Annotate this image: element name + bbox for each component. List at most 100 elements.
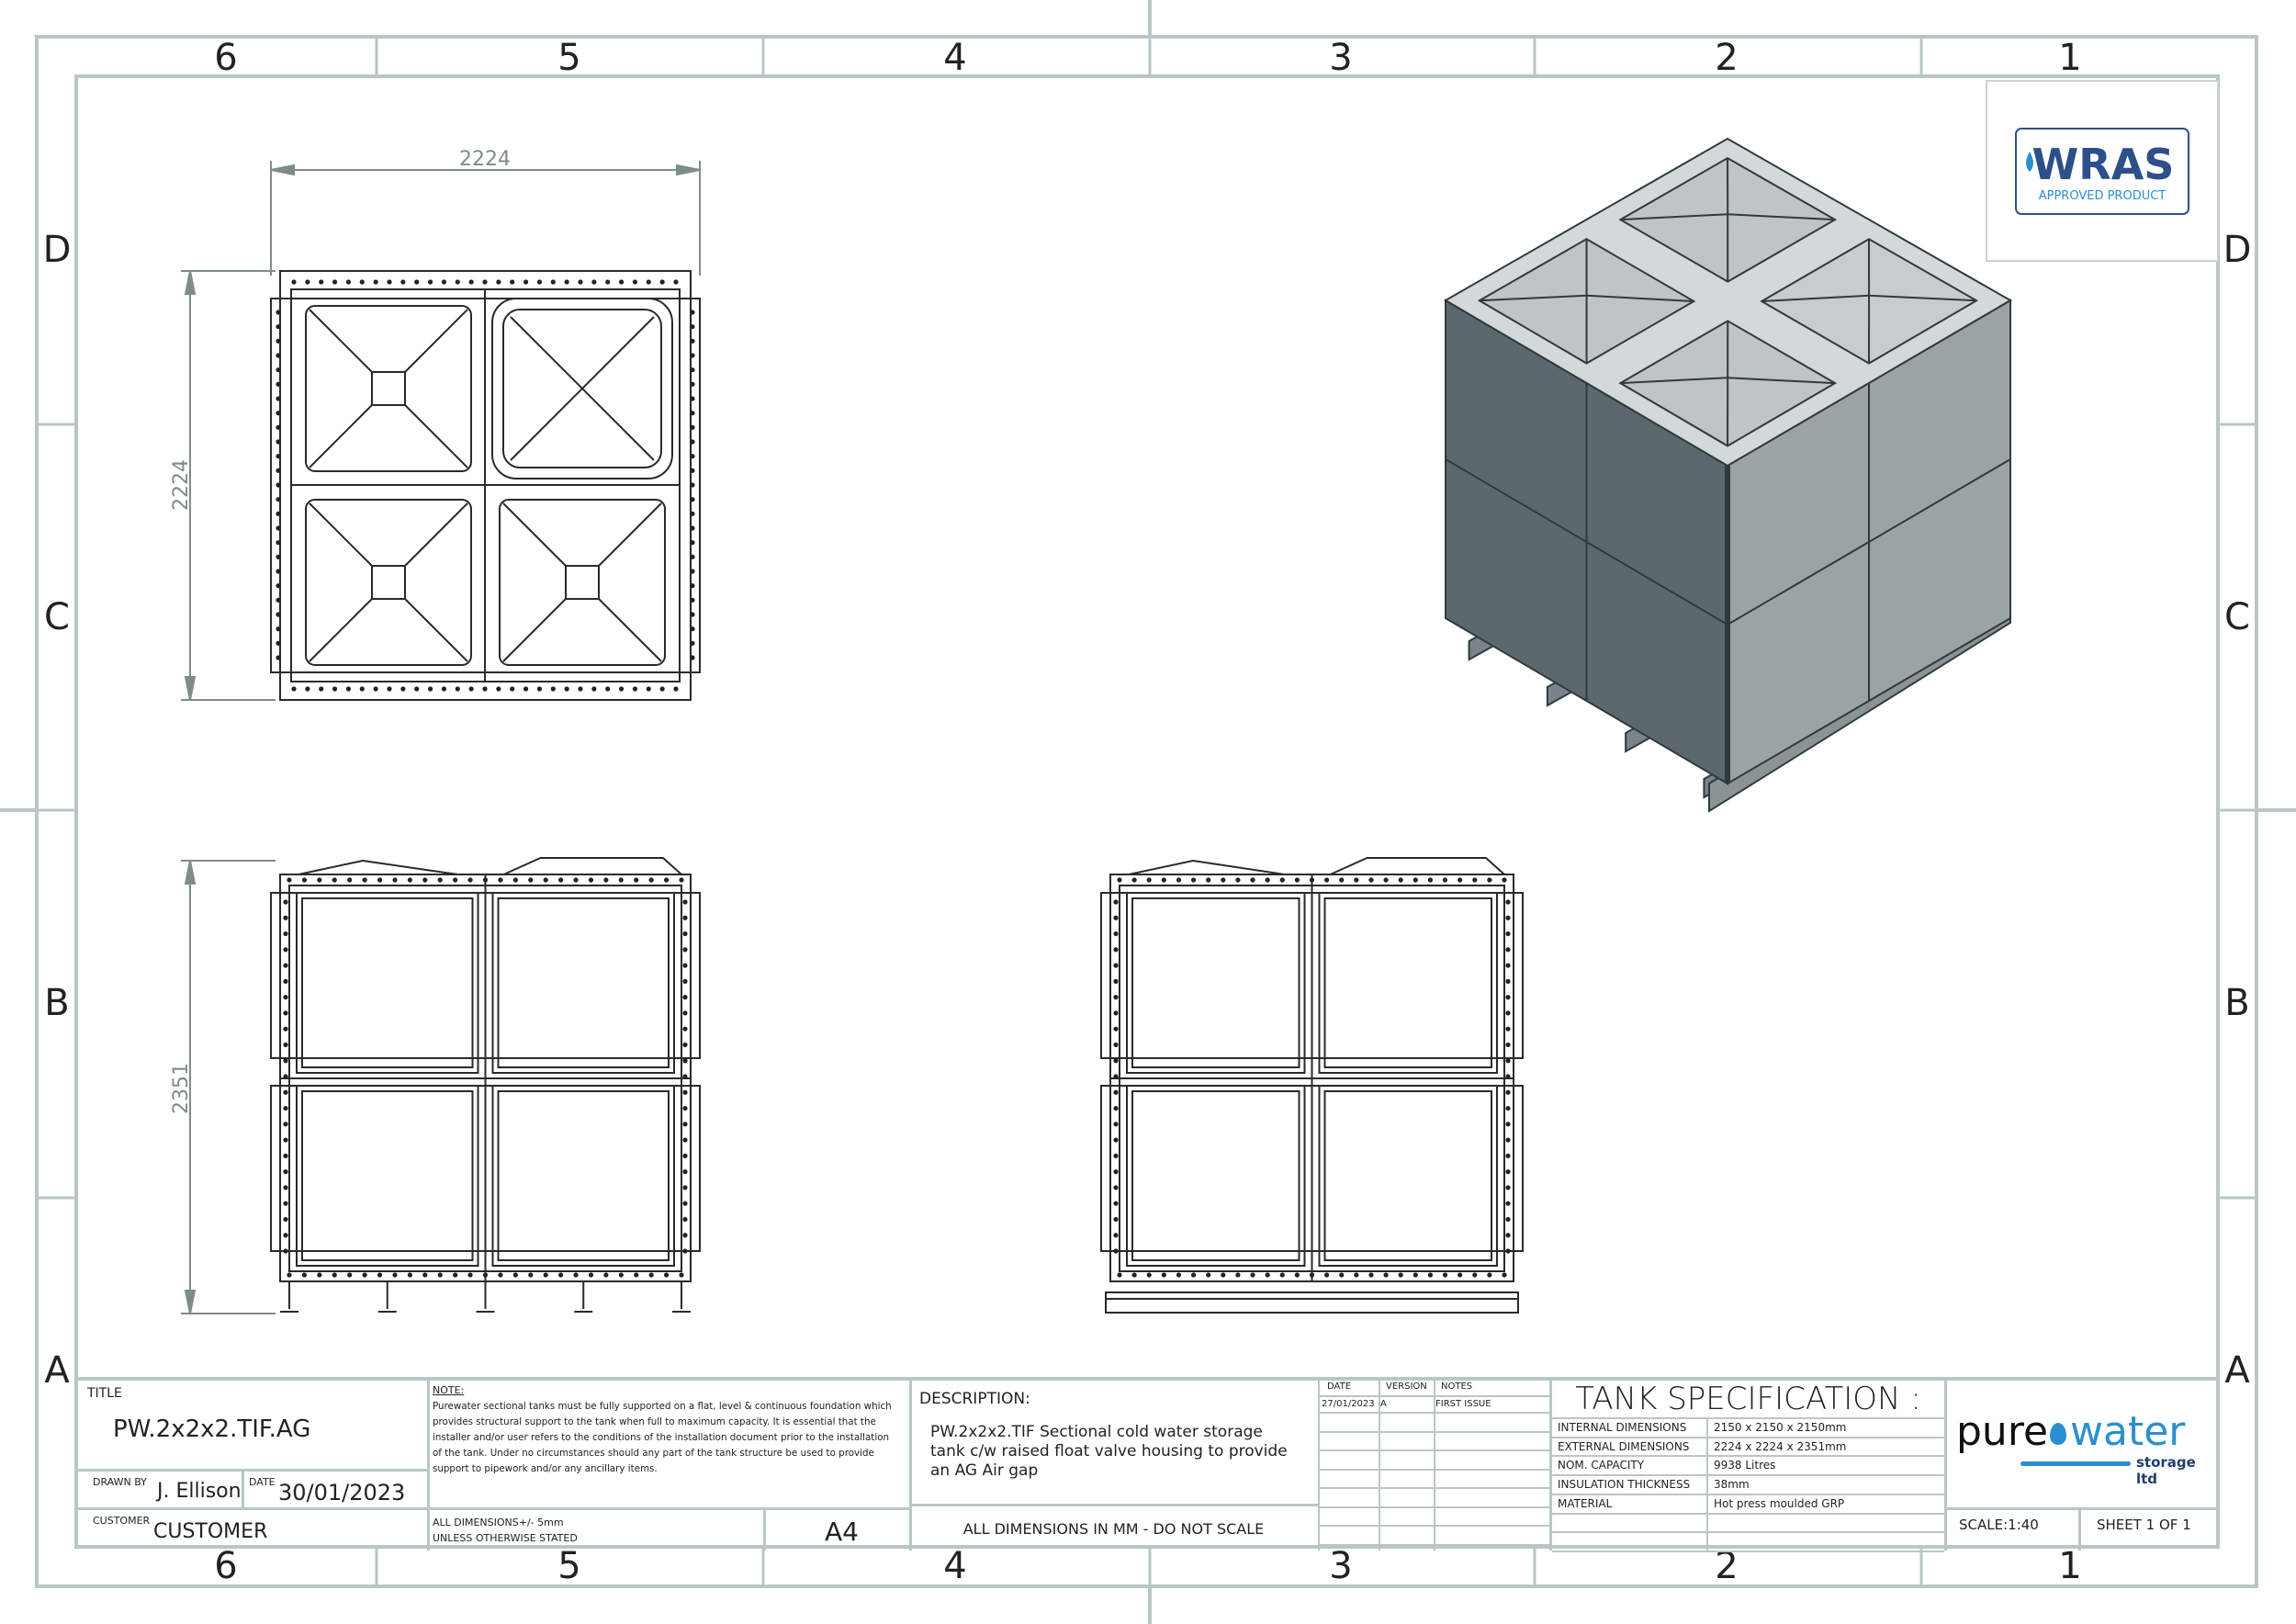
bolt [283, 1153, 288, 1158]
sheet-number: SHEET 1 OF 1 [2097, 1517, 2191, 1533]
bolt [1339, 1272, 1345, 1278]
bolt [690, 583, 695, 589]
bolt [605, 686, 611, 692]
bolt [632, 686, 638, 692]
wall-panel [296, 892, 479, 1074]
bolt [648, 877, 654, 883]
bolt [1113, 1122, 1119, 1127]
bolt [618, 877, 624, 883]
bolt [1113, 1169, 1119, 1175]
bolt [682, 1089, 688, 1095]
bolt [1505, 1105, 1511, 1111]
customer-label: CUSTOMER [93, 1515, 151, 1527]
bolt [1117, 877, 1122, 883]
bolt [1472, 1272, 1478, 1278]
tolerance-line1: ALL DIMENSIONS+/- 5mm [433, 1517, 564, 1528]
note-text: Purewater sectional tanks must be fully … [433, 1401, 892, 1474]
bolt [1505, 1074, 1511, 1079]
bolt [1505, 915, 1511, 920]
panel-rib [502, 502, 567, 567]
bolt [276, 396, 281, 401]
wall-panel-inner [1131, 897, 1300, 1068]
wall-seam [1445, 458, 1728, 626]
bolt [319, 686, 324, 692]
zone-column-label: 1 [2058, 1545, 2081, 1587]
bolt [347, 1272, 353, 1278]
panel-rib [598, 502, 662, 567]
bolt [276, 497, 281, 502]
roof-rib [1620, 213, 1728, 221]
bolt [588, 877, 594, 883]
wall-panel [1126, 1085, 1306, 1267]
bolt [276, 424, 281, 430]
bolt [301, 877, 308, 883]
bolt [276, 367, 281, 373]
panel-center [371, 565, 406, 600]
bolt [690, 511, 695, 516]
bolt [1176, 877, 1182, 883]
bolt [1265, 877, 1270, 883]
title-label: TITLE [87, 1386, 122, 1401]
bolt [276, 640, 281, 646]
bolt [276, 569, 281, 574]
bolt [498, 1272, 503, 1278]
bolt [1221, 1272, 1226, 1278]
bolt [1458, 877, 1463, 883]
bolt [283, 947, 288, 953]
wall-panel-inner [497, 897, 670, 1068]
revision-header: VERSION [1386, 1382, 1427, 1392]
bolt [283, 1216, 288, 1223]
spec-label: INTERNAL DIMENSIONS [1558, 1421, 1687, 1434]
revision-cell: FIRST ISSUE [1435, 1399, 1491, 1409]
bolt [528, 877, 534, 883]
wall-panel [491, 1085, 675, 1267]
bolt [682, 995, 688, 1000]
wall-panel-inner [301, 897, 474, 1068]
bolt [1279, 877, 1285, 883]
bolt [1505, 1185, 1511, 1190]
housing-profile [1330, 857, 1505, 875]
bolt [287, 877, 292, 883]
bolt [679, 877, 684, 883]
bolt [588, 1272, 594, 1278]
bolt [1131, 1272, 1137, 1278]
bolt [690, 310, 695, 315]
bolt [682, 899, 688, 905]
zone-column-label: 4 [943, 37, 966, 79]
bolt [482, 686, 488, 692]
roof-rib [1869, 294, 1977, 302]
roof-profile [298, 859, 458, 875]
dimension-front-height: 2351 [170, 1063, 193, 1114]
zone-column-label: 2 [1715, 37, 1738, 79]
bolt [283, 1201, 288, 1206]
bolt [682, 1026, 688, 1032]
bolt [1505, 1089, 1511, 1095]
bolt [276, 626, 281, 632]
bolt [1502, 877, 1507, 883]
bolt [1505, 1153, 1511, 1158]
zone-column-label: 1 [2058, 37, 2081, 79]
bolt [387, 279, 392, 285]
bolt [319, 279, 324, 285]
bolt [1505, 978, 1511, 984]
note-label: NOTE: [433, 1384, 465, 1396]
bolt [1427, 1272, 1434, 1278]
bolt [1458, 1272, 1463, 1278]
bolt [317, 877, 322, 883]
bolt [283, 1010, 288, 1016]
bolt [441, 279, 447, 285]
bolt [690, 338, 695, 344]
zone-column-label: 3 [1329, 37, 1352, 79]
wall-panel-inner [1323, 897, 1492, 1068]
bolt [1398, 1272, 1403, 1278]
zone-column-label: 5 [557, 1545, 580, 1587]
bolt [276, 468, 281, 473]
zone-column-label: 6 [214, 37, 237, 79]
bolt [690, 612, 695, 617]
bolt [1113, 1216, 1119, 1223]
zone-column-label: 3 [1329, 1545, 1352, 1587]
panel-rib [598, 598, 662, 662]
bolt [682, 1201, 688, 1206]
bolt [1505, 1137, 1511, 1143]
bolt [482, 1272, 489, 1278]
